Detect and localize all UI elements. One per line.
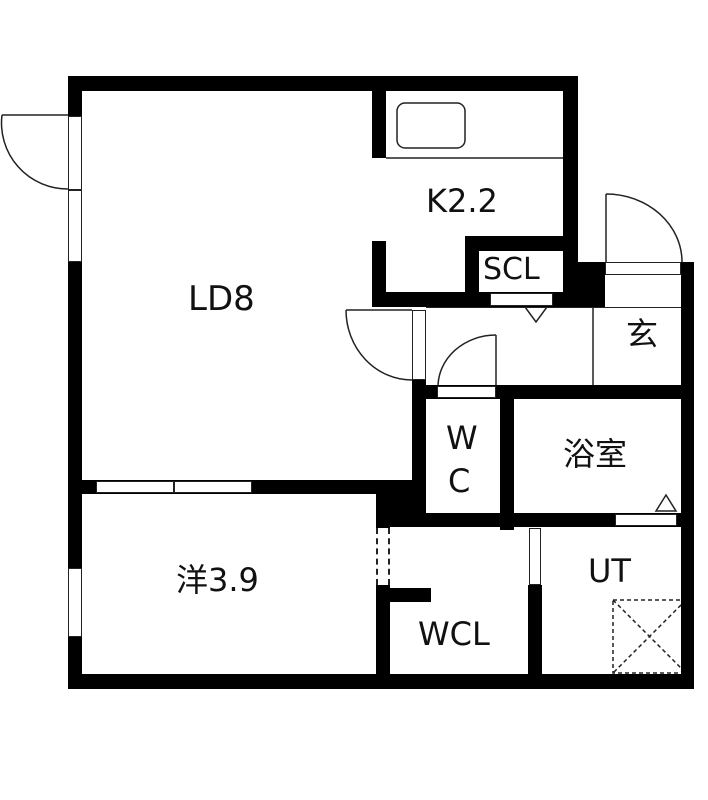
ld-door-frame [412,310,426,380]
window-western [68,568,82,637]
wc-door-icon [437,334,497,388]
wall-western-right-upper [376,480,390,528]
room-label-ut: UT [588,552,631,590]
wall-kitchen-left-upper [372,76,386,158]
room-label-western: 洋3.9 [176,561,259,599]
entrance-door-icon [605,193,683,263]
sliding-door-right [174,481,252,493]
hall-outline [426,307,681,385]
room-label-bath: 浴室 [563,435,628,473]
scl-door [490,293,553,306]
room-label-ld: LD8 [188,279,255,319]
wall-kitchen-left-lower [372,241,386,306]
ut-door-frame [529,528,541,585]
wall-wcl-stub [376,588,431,602]
room-label-entrance: 玄 [626,315,659,353]
room-label-wcl: WCL [418,615,490,653]
wall-right [681,262,694,689]
balcony-door-icon [0,114,69,190]
room-label-wc-w: W [446,419,478,457]
wall-scl-top [465,236,578,251]
window-ld-upper [68,116,82,190]
wall-left-mid [68,262,82,568]
bath-door-frame [615,514,677,526]
bath-triangle-icon [654,493,678,512]
washer-pan-icon [612,599,687,674]
wall-scl-left [465,236,479,306]
sliding-door-left [96,481,174,493]
western-folding-door [376,528,390,585]
wall-wcl-ut [528,585,542,689]
ld-door-icon [345,309,413,381]
sink-icon [396,102,466,149]
wc-door-frame [437,386,496,398]
window-ld-lower [68,190,82,262]
wall-wc-right [500,385,514,530]
wall-bath-bottom [376,513,694,527]
room-label-wc-c: C [448,462,471,500]
wall-western-right-lower [376,585,390,689]
wall-top [68,76,578,91]
room-label-kitchen: K2.2 [426,182,498,220]
entrance-door-frame [605,262,681,275]
wall-left-upper [68,76,82,116]
room-label-scl: SCL [483,252,540,287]
